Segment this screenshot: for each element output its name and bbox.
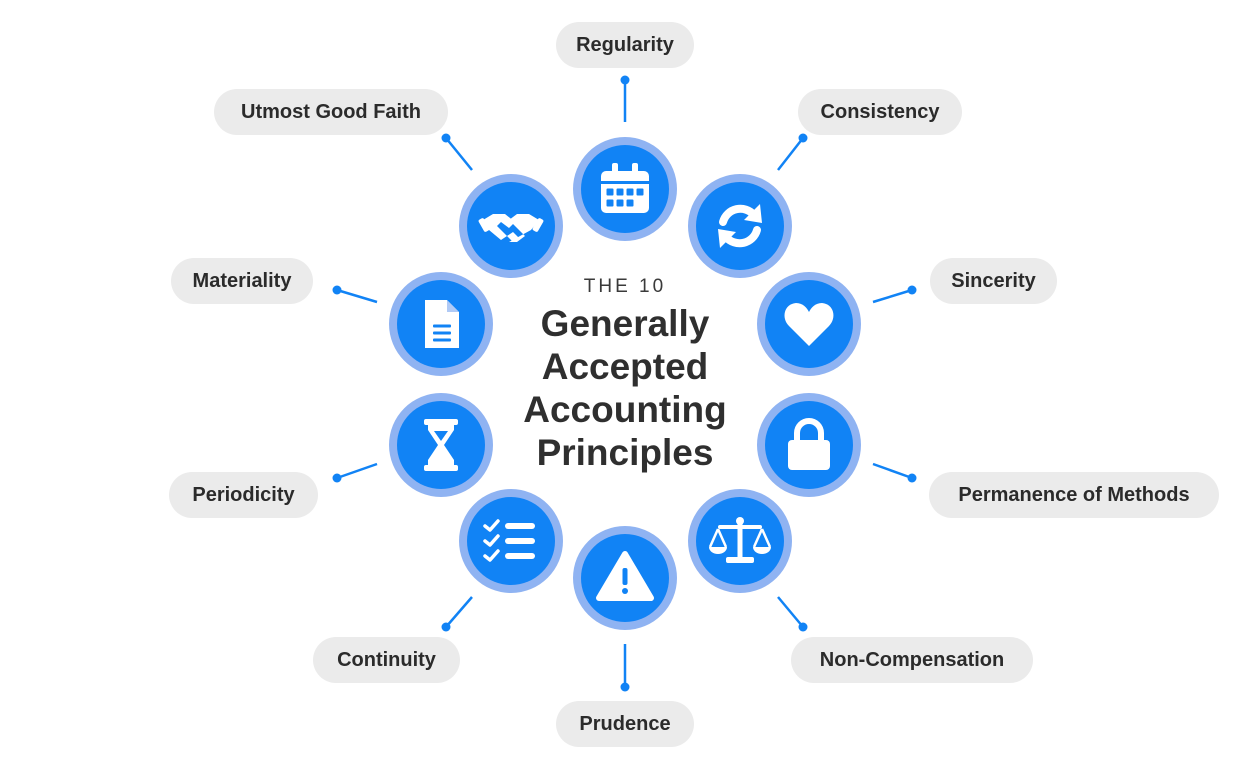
connector-sincerity [872,288,913,304]
hourglass-icon [424,419,458,471]
label-non-compensation: Non-Compensation [791,637,1033,683]
connector-dot-sincerity [907,285,917,295]
label-consistency: Consistency [798,89,962,135]
connector-consistency [777,137,804,171]
connector-dot-regularity [620,75,630,85]
scale-icon [708,517,772,563]
node-prudence [573,526,677,630]
connector-dot-permanence [907,473,917,483]
connector-dot-good-faith [441,133,451,143]
label-materiality: Materiality [171,258,313,304]
title-line-3: Accounting [523,389,727,430]
title-line-2: Accepted [541,346,709,387]
icon-circles [389,137,861,630]
calendar-icon [601,163,649,213]
warning-icon [596,551,654,601]
connectors [332,75,917,692]
connector-dot-consistency [798,133,808,143]
page-title: Generally Accepted Accounting Principles [475,302,775,474]
node-good-faith [459,174,563,278]
title-prefix: THE 10 [583,276,667,297]
connector-continuity [445,596,473,628]
lock-icon [788,418,830,470]
connector-good-faith [445,137,473,171]
label-utmost-good-faith: Utmost Good Faith [214,89,448,135]
title-line-1: Generally [540,303,710,344]
node-periodicity [389,393,493,497]
connector-periodicity [336,462,378,480]
label-continuity: Continuity [313,637,460,683]
checklist-icon [483,519,535,562]
connector-materiality [336,288,378,304]
refresh-icon [718,204,762,248]
node-continuity [459,489,563,593]
title-line-4: Principles [536,432,714,473]
connector-dot-periodicity [332,473,342,483]
document-icon [425,300,459,348]
node-non-compensation [688,489,792,593]
label-regularity: Regularity [556,22,694,68]
connector-non-compensation [777,596,804,628]
connector-dot-prudence [620,682,630,692]
node-consistency [688,174,792,278]
label-sincerity: Sincerity [930,258,1057,304]
label-periodicity: Periodicity [169,472,318,518]
center-title-block: THE 10 Generally Accepted Accounting Pri… [475,276,775,474]
handshake-icon [478,214,544,242]
node-sincerity [757,272,861,376]
node-materiality [389,272,493,376]
node-regularity [573,137,677,241]
connector-dot-non-compensation [798,622,808,632]
connector-dot-materiality [332,285,342,295]
heart-icon [784,303,834,346]
label-prudence: Prudence [556,701,694,747]
connector-permanence [872,462,913,480]
connector-dot-continuity [441,622,451,632]
node-permanence [757,393,861,497]
label-permanence-of-methods: Permanence of Methods [929,472,1219,518]
